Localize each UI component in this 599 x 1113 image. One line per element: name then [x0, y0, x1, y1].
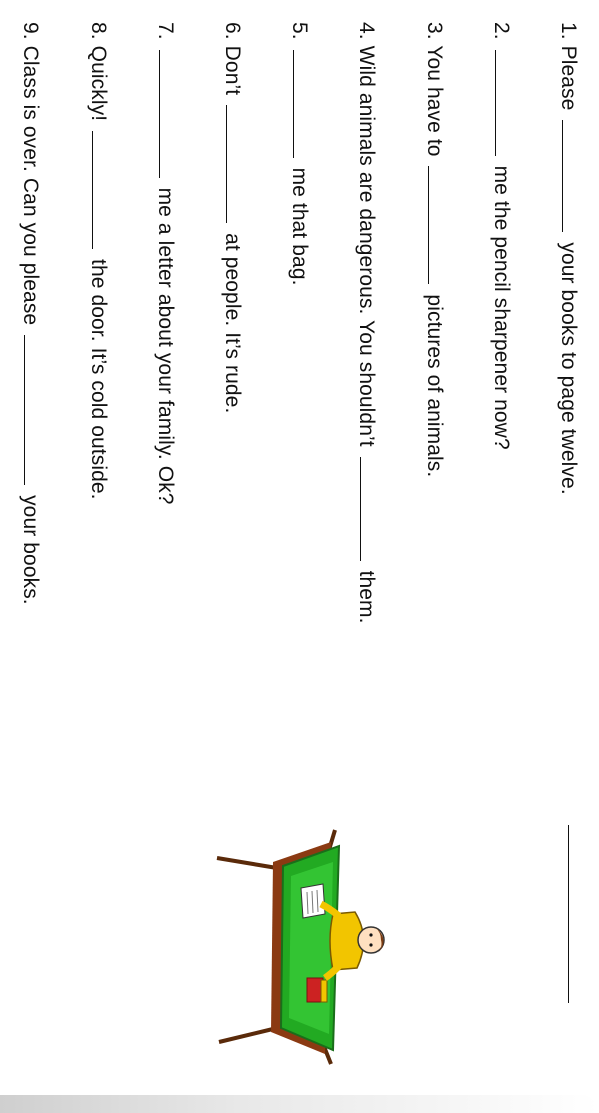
student-at-desk-icon: [216, 829, 385, 1065]
item-text-after: me that bag.: [288, 167, 312, 286]
student-hair: [375, 927, 384, 954]
exercise-item-3: 3. You have to pictures of animals.: [423, 22, 447, 782]
answer-blank[interactable]: [360, 456, 380, 561]
answer-blank[interactable]: [91, 131, 111, 250]
answer-blank[interactable]: [226, 105, 246, 224]
answer-blank[interactable]: [24, 335, 44, 486]
item-number: 6.: [221, 22, 245, 40]
item-text-before: Don’t: [221, 45, 245, 96]
item-number: 8.: [86, 22, 110, 40]
books: [320, 979, 328, 1003]
exercise-list: 1. Please your books to page twelve. 2. …: [0, 22, 581, 782]
exercise-item-1: 1. Please your books to page twelve.: [557, 22, 581, 782]
item-number: 7.: [153, 22, 177, 40]
item-text-before: Wild animals are dangerous. You shouldn’…: [355, 45, 379, 447]
item-number: 3.: [422, 22, 446, 40]
answer-blank[interactable]: [562, 120, 581, 233]
item-number: 4.: [355, 22, 379, 40]
answer-blank[interactable]: [427, 166, 447, 285]
exercise-item-4: 4. Wild animals are dangerous. You shoul…: [355, 22, 380, 782]
exercise-item-5: 5. me that bag.: [288, 22, 313, 782]
item-text-after: your books.: [19, 495, 43, 605]
item-text-before: Quickly!: [86, 45, 110, 122]
item-number: 9.: [19, 22, 43, 40]
item-text-after: at people. It’s rude.: [221, 233, 245, 414]
item-text-before: You have to: [422, 45, 446, 157]
page-edge-shadow: [0, 1095, 599, 1113]
item-text-after: them.: [355, 570, 379, 624]
item-text-after: me a letter about your family. Ok?: [153, 187, 177, 505]
item-text-after: pictures of animals.: [422, 294, 446, 478]
exercise-item-2: 2. me the pencil sharpener now?: [490, 22, 514, 782]
item-text-before: Please: [557, 45, 580, 111]
student-head: [357, 926, 385, 954]
exercise-item-9: 9. Class is over. Can you please your bo…: [20, 22, 44, 782]
answer-blank[interactable]: [158, 49, 178, 178]
item-number: 2.: [489, 22, 513, 40]
item-number: 1.: [557, 22, 580, 40]
desk-leg: [216, 856, 278, 870]
item-text-after: me the pencil sharpener now?: [489, 165, 513, 450]
exercise-item-7: 7. me a letter about your family. Ok?: [154, 22, 178, 782]
item-text-before: Class is over. Can you please: [19, 45, 43, 326]
desk-leg: [218, 1026, 278, 1044]
answer-blank[interactable]: [293, 49, 313, 158]
answer-blank[interactable]: [494, 49, 514, 156]
extra-answer-line[interactable]: [568, 825, 569, 1003]
item-number: 5.: [288, 22, 312, 40]
exercise-item-8: 8. Quickly! the door. It’s cold outside.: [87, 22, 111, 782]
exercise-item-6: 6. Don’t at people. It’s rude.: [221, 22, 246, 782]
item-text-after: your books to page twelve.: [557, 242, 580, 495]
item-text-after: the door. It’s cold outside.: [86, 259, 110, 500]
